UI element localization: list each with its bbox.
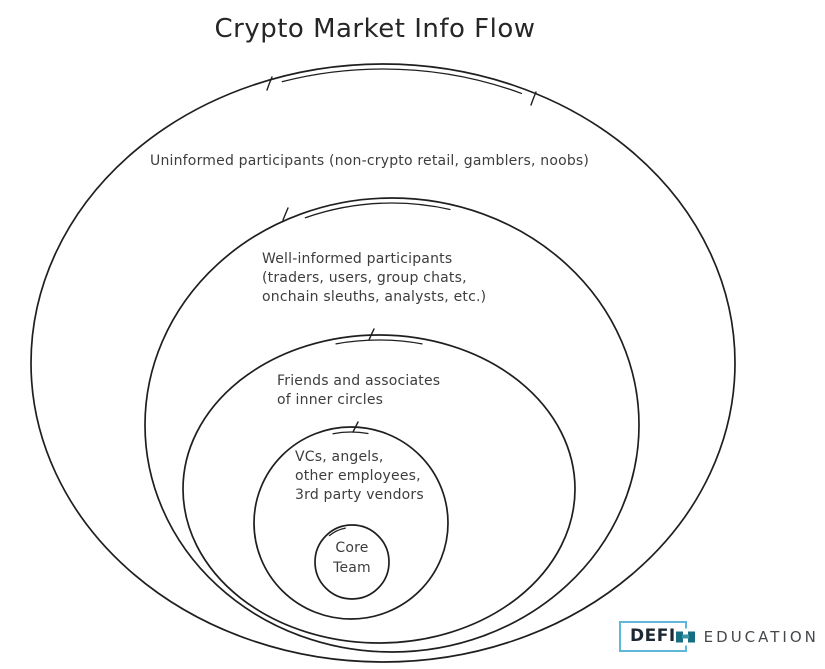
- label-friends: Friends and associates of inner circles: [277, 373, 441, 408]
- education-logo-text: EDUCATION: [703, 627, 819, 646]
- sketch-tick: [352, 421, 359, 433]
- page-title: Crypto Market Info Flow: [214, 14, 536, 44]
- label-core-team: Core Team: [333, 540, 371, 576]
- label-vcs: VCs, angels, other employees, 3rd party …: [295, 449, 424, 503]
- defi-logo-text: DEFI: [630, 626, 676, 646]
- link-icon-left-segment: [675, 631, 683, 642]
- sketch-tick: [282, 207, 289, 221]
- label-well-informed: Well-informed participants (traders, use…: [262, 251, 487, 305]
- sketch-tick: [368, 328, 375, 341]
- circle-well-informed: [144, 197, 640, 653]
- circle-core-team: [314, 524, 390, 600]
- sketch-tick: [530, 91, 537, 106]
- sketch-tick: [266, 76, 273, 91]
- link-icon: [675, 630, 695, 643]
- link-icon-right-segment: [687, 631, 695, 642]
- circle-uninformed: [30, 63, 736, 663]
- label-uninformed: Uninformed participants (non-crypto reta…: [150, 153, 590, 169]
- circle-friends: [182, 334, 576, 644]
- defi-education-logo: DEFI EDUCATION: [619, 621, 819, 652]
- defi-logo-box: DEFI: [619, 621, 695, 652]
- circle-vcs: [253, 426, 449, 620]
- link-icon-bar: [681, 634, 689, 639]
